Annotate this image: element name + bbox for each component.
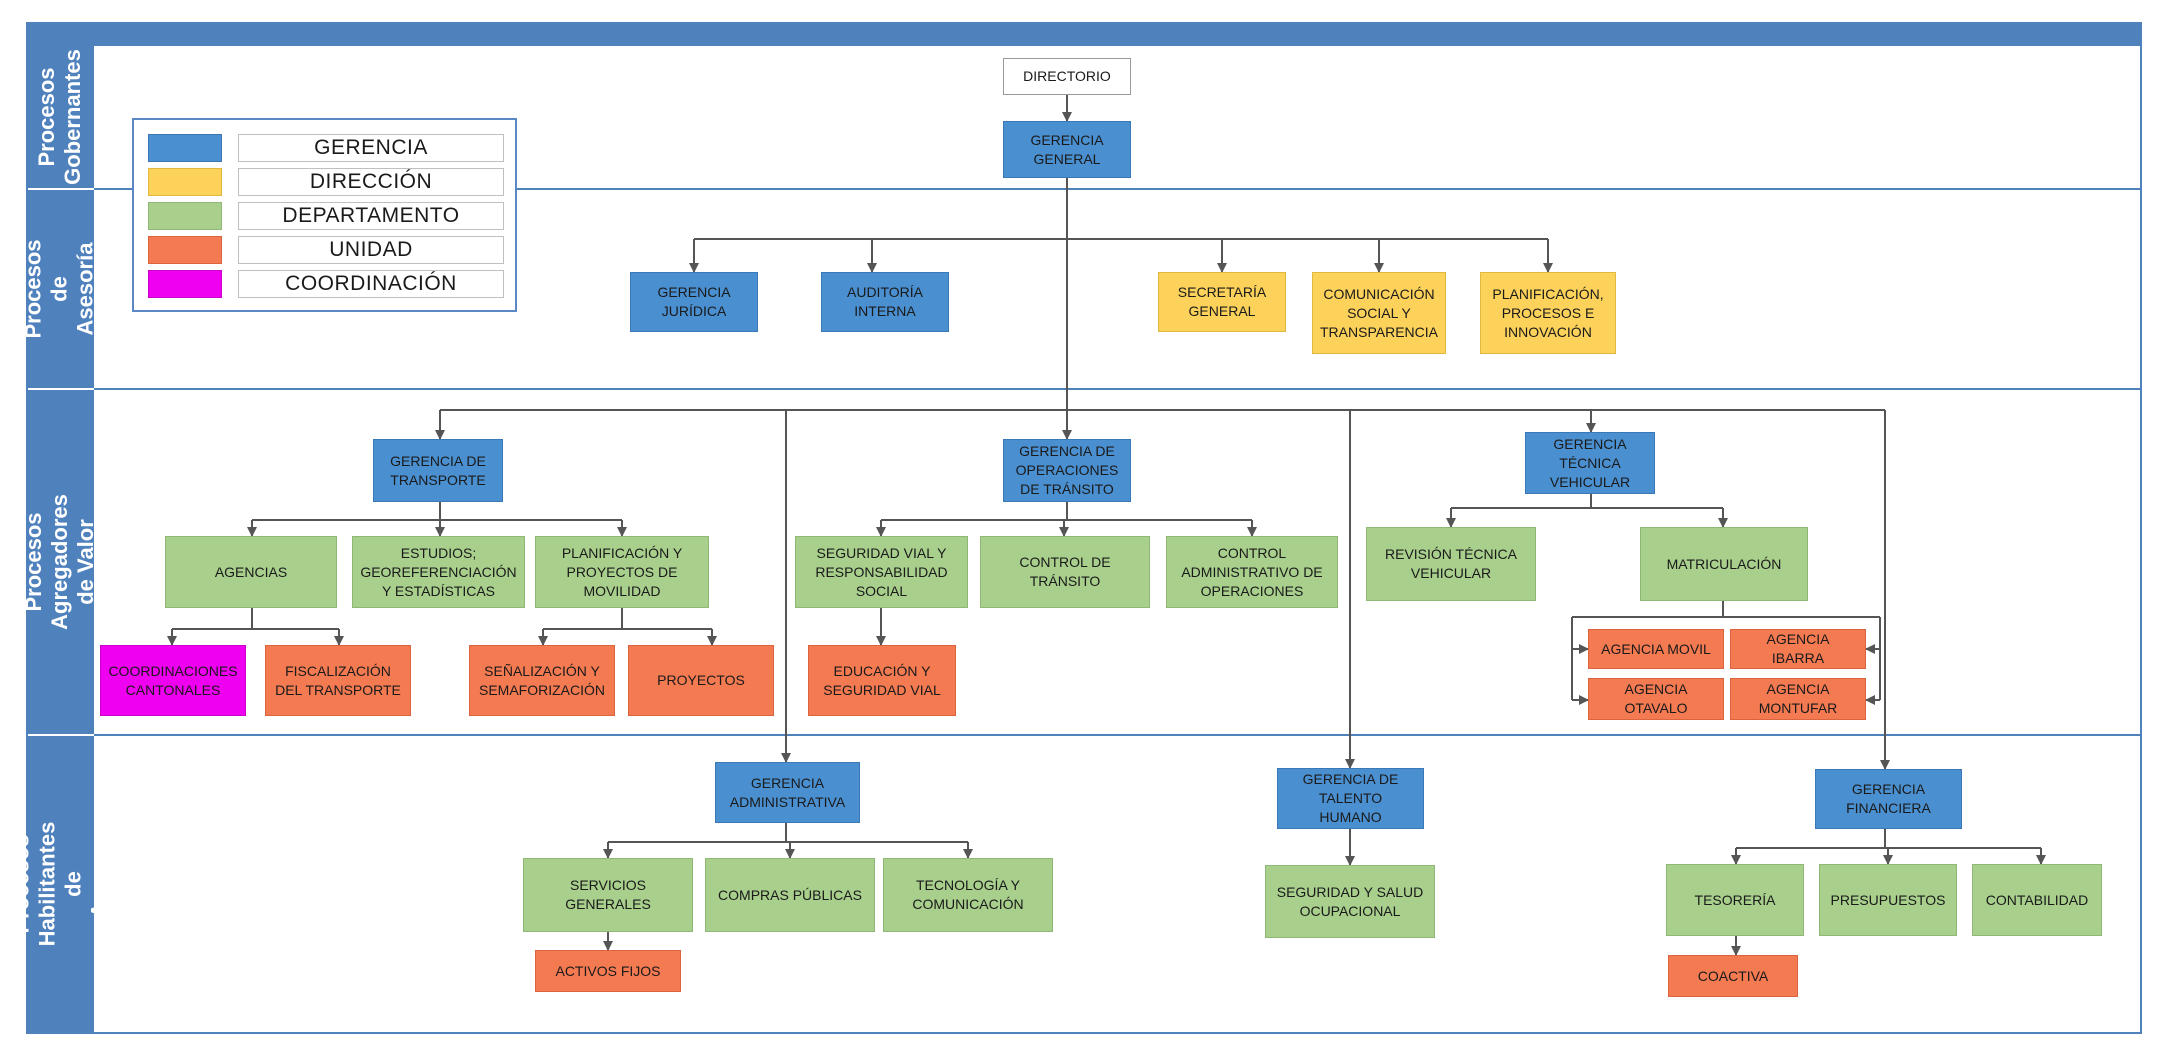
- legend-swatch-departamento: [148, 202, 222, 230]
- legend-swatch-direccion: [148, 168, 222, 196]
- node-secretaria-general: SECRETARÍA GENERAL: [1158, 272, 1286, 332]
- node-seguridad-salud: SEGURIDAD Y SALUD OCUPACIONAL: [1265, 865, 1435, 938]
- legend: GERENCIA DIRECCIÓN DEPARTAMENTO UNIDAD C…: [132, 118, 517, 312]
- node-agencias: AGENCIAS: [165, 536, 337, 608]
- node-planificacion-movilidad: PLANIFICACIÓN Y PROYECTOS DE MOVILIDAD: [535, 536, 709, 608]
- node-contabilidad: CONTABILIDAD: [1972, 864, 2102, 936]
- node-agencia-ibarra: AGENCIA IBARRA: [1730, 629, 1866, 669]
- lane-separator: [94, 188, 2142, 190]
- node-tesoreria: TESORERÍA: [1666, 864, 1804, 936]
- legend-label-gerencia: GERENCIA: [238, 134, 504, 162]
- node-compras-publicas: COMPRAS PÚBLICAS: [705, 858, 875, 932]
- node-coordinaciones-cantonales: COORDINACIONES CANTONALES: [100, 645, 246, 716]
- node-gerencia-transporte: GERENCIA DE TRANSPORTE: [373, 439, 503, 502]
- node-revision-tecnica: REVISIÓN TÉCNICA VEHICULAR: [1366, 527, 1536, 601]
- node-control-administrativo: CONTROL ADMINISTRATIVO DE OPERACIONES: [1166, 536, 1338, 608]
- node-proyectos: PROYECTOS: [628, 645, 774, 716]
- node-gerencia-juridica: GERENCIA JURÍDICA: [630, 272, 758, 332]
- lane-agregadores: Procesos Agregadores de Valor: [26, 390, 94, 734]
- legend-label-unidad: UNIDAD: [238, 236, 504, 264]
- node-fiscalizacion: FISCALIZACIÓN DEL TRANSPORTE: [265, 645, 411, 716]
- legend-label-direccion: DIRECCIÓN: [238, 168, 504, 196]
- node-tecnologia: TECNOLOGÍA Y COMUNICACIÓN: [883, 858, 1053, 932]
- node-gerencia-general: GERENCIA GENERAL: [1003, 121, 1131, 178]
- node-educacion-seguridad: EDUCACIÓN Y SEGURIDAD VIAL: [808, 645, 956, 716]
- node-senalizacion: SEÑALIZACIÓN Y SEMAFORIZACIÓN: [469, 645, 615, 716]
- node-coactiva: COACTIVA: [1668, 955, 1798, 997]
- node-directorio: DIRECTORIO: [1003, 58, 1131, 95]
- node-auditoria-interna: AUDITORÍA INTERNA: [821, 272, 949, 332]
- lane-asesoria: Procesos de Asesoría: [26, 190, 94, 388]
- legend-swatch-coordinacion: [148, 270, 222, 298]
- node-gerencia-talento: GERENCIA DE TALENTO HUMANO: [1277, 768, 1424, 829]
- node-control-transito: CONTROL DE TRÁNSITO: [980, 536, 1150, 608]
- node-agencia-otavalo: AGENCIA OTAVALO: [1588, 678, 1724, 720]
- node-gerencia-financiera: GERENCIA FINANCIERA: [1815, 769, 1962, 829]
- legend-label-departamento: DEPARTAMENTO: [238, 202, 504, 230]
- node-servicios-generales: SERVICIOS GENERALES: [523, 858, 693, 932]
- node-agencia-montufar: AGENCIA MONTUFAR: [1730, 678, 1866, 720]
- node-planificacion-procesos: PLANIFICACIÓN, PROCESOS E INNOVACIÓN: [1480, 272, 1616, 354]
- node-gerencia-administrativa: GERENCIA ADMINISTRATIVA: [715, 762, 860, 823]
- node-seguridad-vial: SEGURIDAD VIAL Y RESPONSABILIDAD SOCIAL: [795, 536, 968, 608]
- node-activos-fijos: ACTIVOS FIJOS: [535, 950, 681, 992]
- header-bar: [26, 22, 2142, 46]
- node-gerencia-operaciones: GERENCIA DE OPERACIONES DE TRÁNSITO: [1003, 439, 1131, 502]
- node-matriculacion: MATRICULACIÓN: [1640, 527, 1808, 601]
- lane-separator: [94, 734, 2142, 736]
- node-estudios: ESTUDIOS; GEOREFERENCIACIÓN Y ESTADÍSTIC…: [352, 536, 525, 608]
- node-agencia-movil: AGENCIA MOVIL: [1588, 629, 1724, 669]
- legend-swatch-unidad: [148, 236, 222, 264]
- legend-label-coordinacion: COORDINACIÓN: [238, 270, 504, 298]
- node-comunicacion-social: COMUNICACIÓN SOCIAL Y TRANSPARENCIA: [1312, 272, 1446, 354]
- node-presupuestos: PRESUPUESTOS: [1819, 864, 1957, 936]
- lane-separator: [94, 388, 2142, 390]
- node-gerencia-tecnica: GERENCIA TÉCNICA VEHICULAR: [1525, 432, 1655, 494]
- lane-habilitantes: Procesos Habilitantes de Apoyo: [26, 736, 94, 1032]
- lane-gobernantes: Procesos Gobernantes: [26, 46, 94, 188]
- legend-swatch-gerencia: [148, 134, 222, 162]
